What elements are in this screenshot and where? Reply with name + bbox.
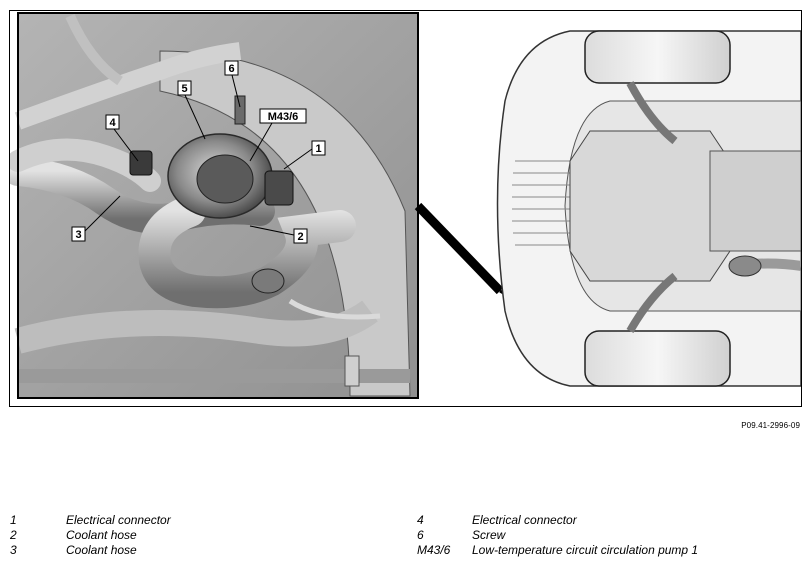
legend-text: Low-temperature circuit circulation pump… bbox=[472, 543, 699, 557]
legend-row: 6 Screw bbox=[417, 528, 698, 543]
suspension-bottom bbox=[626, 272, 678, 333]
underbody-ribs bbox=[512, 160, 570, 246]
subframe bbox=[569, 130, 731, 282]
legend-right: 4 Electrical connector 6 Screw M43/6 Low… bbox=[417, 513, 698, 558]
figure-reference-code: P09.41-2996-09 bbox=[741, 421, 800, 430]
electrical-connector-1 bbox=[264, 170, 294, 206]
callout-label: 4 bbox=[109, 117, 116, 129]
legend-row: 2 Coolant hose bbox=[10, 528, 171, 543]
legend-text: Coolant hose bbox=[66, 528, 137, 542]
callout-m43-6: M43/6 bbox=[259, 108, 307, 124]
legend-number: 1 bbox=[10, 513, 17, 527]
pump-hub bbox=[196, 154, 254, 204]
legend-text: Screw bbox=[472, 528, 506, 542]
legend-left: 1 Electrical connector 2 Coolant hose 3 … bbox=[10, 513, 171, 558]
legend-text: Coolant hose bbox=[66, 543, 137, 557]
callout-label: 5 bbox=[181, 83, 187, 95]
legend-row: 1 Electrical connector bbox=[10, 513, 171, 528]
callout-4: 4 bbox=[105, 114, 120, 130]
legend-number: 2 bbox=[10, 528, 17, 542]
catalytic-converter bbox=[728, 255, 762, 277]
figure-illustration: 6 5 M43/6 4 1 3 bbox=[10, 12, 801, 399]
figure-frame: 6 5 M43/6 4 1 3 bbox=[9, 10, 802, 407]
callout-label: M43/6 bbox=[268, 111, 299, 123]
callout-2: 2 bbox=[293, 228, 308, 244]
callout-label: 6 bbox=[228, 63, 234, 75]
detail-border bbox=[17, 12, 419, 399]
callout-5: 5 bbox=[177, 80, 192, 96]
floor-panel bbox=[709, 150, 801, 252]
screw-6 bbox=[234, 95, 246, 125]
callout-label: 1 bbox=[315, 143, 321, 155]
legend-row: M43/6 Low-temperature circuit circulatio… bbox=[417, 543, 698, 558]
callout-label: 2 bbox=[297, 231, 303, 243]
vehicle-underbody-view bbox=[496, 30, 801, 387]
callout-1: 1 bbox=[311, 140, 326, 156]
detail-view: 6 5 M43/6 4 1 3 bbox=[10, 12, 419, 399]
lower-cross-member bbox=[14, 300, 378, 354]
front-tire-bottom bbox=[584, 330, 731, 387]
leader-lines bbox=[84, 74, 313, 236]
legend-text: Electrical connector bbox=[472, 513, 577, 527]
sensor-stub bbox=[344, 355, 360, 387]
suspension-top bbox=[626, 81, 678, 145]
hose-clamp bbox=[251, 268, 285, 294]
callout-6: 6 bbox=[224, 60, 239, 76]
small-pipe bbox=[288, 298, 381, 320]
legend-text: Electrical connector bbox=[66, 513, 171, 527]
legend-number: 3 bbox=[10, 543, 17, 557]
legend-row: 4 Electrical connector bbox=[417, 513, 698, 528]
upper-frame-tube bbox=[14, 42, 242, 130]
legend-number: 4 bbox=[417, 513, 424, 527]
callout-label: 3 bbox=[75, 229, 81, 241]
legend-row: 3 Coolant hose bbox=[10, 543, 171, 558]
upper-bracket bbox=[65, 13, 123, 86]
legend-number: 6 bbox=[417, 528, 424, 542]
callout-3: 3 bbox=[71, 226, 86, 242]
front-tire-top bbox=[584, 30, 731, 84]
coolant-hose-2 bbox=[138, 195, 356, 309]
legend-number: M43/6 bbox=[417, 543, 451, 557]
